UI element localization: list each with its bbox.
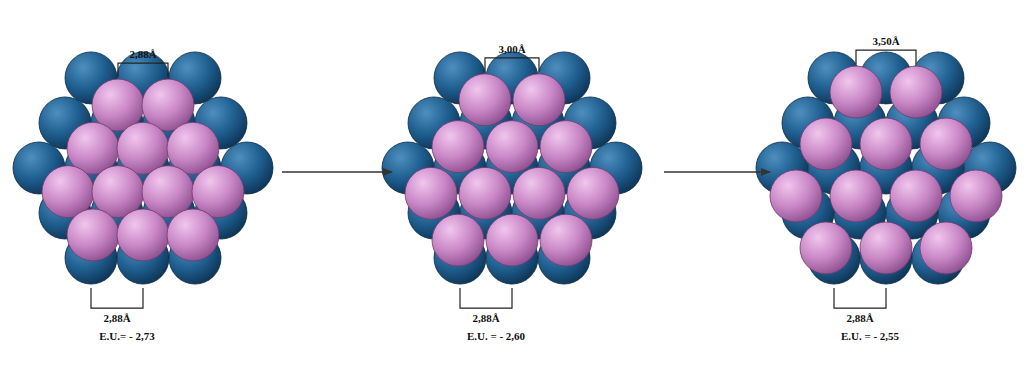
adsorbate-atom (860, 222, 912, 274)
adsorbate-atom (513, 167, 565, 219)
atom-cluster (382, 52, 642, 284)
adsorbate-atom (830, 66, 882, 118)
distance-label: 3,00Å (498, 43, 525, 55)
atom-cluster (13, 52, 273, 284)
adsorbate-atom (800, 118, 852, 170)
energy-label: E.U. = - 2,60 (467, 330, 525, 342)
adsorbate-atom (540, 214, 592, 266)
transition-arrow (664, 171, 770, 172)
energy-label: E.U.= - 2,73 (99, 330, 154, 342)
dimension-bracket (460, 288, 512, 308)
dimension-bracket (118, 63, 168, 77)
adsorbate-atom (920, 222, 972, 274)
adsorbate-atom (800, 222, 852, 274)
distance-label: 2,88Å (472, 312, 499, 324)
adsorbate-atom (405, 167, 457, 219)
dimension-bracket (91, 288, 143, 308)
distance-label: 2,88Å (103, 312, 130, 324)
adsorbate-atom (117, 209, 169, 261)
adsorbate-atom (486, 121, 538, 173)
adsorbate-atom (567, 167, 619, 219)
adsorbate-atom (540, 121, 592, 173)
adsorbate-atom (920, 118, 972, 170)
atom-cluster (756, 52, 1016, 284)
adsorbate-atom (432, 214, 484, 266)
distance-label: 2,88Å (129, 48, 156, 60)
adsorbate-atom (770, 170, 822, 222)
adsorbate-atom (860, 118, 912, 170)
energy-label: E.U. = - 2,55 (841, 330, 899, 342)
adsorbate-atom (486, 214, 538, 266)
adsorbate-atom (830, 170, 882, 222)
adsorbate-atom (950, 170, 1002, 222)
adsorbate-atom (890, 66, 942, 118)
dimension-bracket (485, 58, 539, 72)
adsorbate-atom (67, 209, 119, 261)
distance-label: 2,88Å (846, 312, 873, 324)
adsorbate-atom (459, 74, 511, 126)
adsorbate-atom (432, 121, 484, 173)
adsorbate-atom (513, 74, 565, 126)
dimension-bracket (834, 288, 886, 308)
distance-label: 3,50Å (872, 35, 899, 47)
adsorbate-atom (459, 167, 511, 219)
adsorbate-atom (167, 209, 219, 261)
transition-arrow (282, 171, 392, 172)
adsorbate-atom (890, 170, 942, 222)
dimension-bracket (856, 50, 916, 64)
